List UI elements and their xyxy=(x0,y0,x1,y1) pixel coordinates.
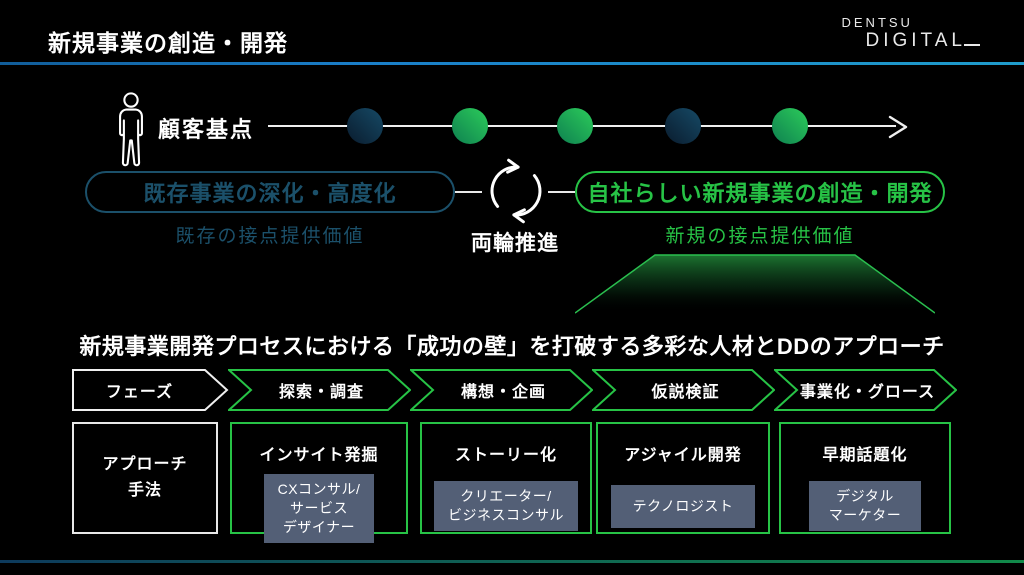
process-headline: 新規事業開発プロセスにおける「成功の壁」を打破する多彩な人材とDDのアプローチ xyxy=(79,334,945,359)
phase-label: 構想・企画 xyxy=(460,384,546,401)
approach-method-header-box: アプローチ 手法 xyxy=(72,422,218,534)
journey-dot xyxy=(665,108,701,144)
talent-badge: デジタル マーケター xyxy=(808,481,922,531)
connector-line-right xyxy=(548,191,575,193)
journey-arrowhead-icon xyxy=(888,115,908,139)
phase-label: 仮説検証 xyxy=(651,384,720,401)
person-icon xyxy=(119,92,143,167)
existing-business-pill: 既存事業の深化・高度化 xyxy=(85,171,455,213)
approach-title: 早期話題化 xyxy=(822,447,908,464)
approach-title: アジャイル開発 xyxy=(624,447,742,464)
talent-line: サービス xyxy=(290,499,348,516)
phase-arrow-validation: 仮説検証 xyxy=(592,369,775,411)
logo-underline-tail xyxy=(964,32,980,47)
phase-label: 探索・調査 xyxy=(278,384,364,401)
approach-header-line1: アプローチ xyxy=(102,456,188,474)
phase-arrow-planning: 構想・企画 xyxy=(410,369,593,411)
talent-line: クリエーター/ xyxy=(460,488,552,504)
phase-arrow-research: 探索・調査 xyxy=(228,369,411,411)
existing-value-caption: 既存の接点提供価値 xyxy=(175,226,365,247)
journey-dot xyxy=(347,108,383,144)
logo-line-digital: DIGITAL xyxy=(865,30,966,52)
new-business-pill: 自社らしい新規事業の創造・開発 xyxy=(575,171,945,213)
talent-line: CXコンサル/ xyxy=(277,481,361,497)
customer-base-label: 顧客基点 xyxy=(158,117,255,142)
approach-box-buzz: 早期話題化 デジタル マーケター xyxy=(779,422,951,534)
cycle-arrows-icon xyxy=(490,158,542,224)
approach-box-story: ストーリー化 クリエーター/ ビジネスコンサル xyxy=(420,422,592,534)
talent-line: テクノロジスト xyxy=(632,498,734,514)
phase-label: 事業化・グロース xyxy=(799,384,936,401)
approach-title: ストーリー化 xyxy=(454,447,557,464)
new-value-caption: 新規の接点提供価値 xyxy=(665,226,855,247)
funnel-trapezoid xyxy=(575,254,935,314)
logo-line-dentsu: DENTSU xyxy=(841,15,913,30)
talent-line: デザイナー xyxy=(282,518,356,535)
top-divider-rule xyxy=(0,62,1024,65)
phase-header-arrow: フェーズ xyxy=(72,369,229,411)
approach-box-agile: アジャイル開発 テクノロジスト xyxy=(596,422,770,534)
talent-badge: テクノロジスト xyxy=(610,485,756,528)
page-title: 新規事業の創造・開発 xyxy=(48,30,288,56)
connector-line-left xyxy=(455,191,482,193)
phase-arrow-growth: 事業化・グロース xyxy=(774,369,957,411)
talent-line: デジタル xyxy=(836,488,894,504)
approach-title: インサイト発掘 xyxy=(259,447,379,464)
dual-wheel-label: 両輪推進 xyxy=(471,232,559,255)
journey-dot xyxy=(772,108,808,144)
journey-dot xyxy=(557,108,593,144)
talent-badge: クリエーター/ ビジネスコンサル xyxy=(434,481,578,531)
phase-header-label: フェーズ xyxy=(105,384,174,401)
talent-line: ビジネスコンサル xyxy=(448,506,564,523)
bottom-divider-rule xyxy=(0,560,1024,563)
talent-badge: CXコンサル/ サービス デザイナー xyxy=(263,474,375,543)
approach-header-line2: 手法 xyxy=(127,482,162,499)
talent-line: マーケター xyxy=(828,506,902,523)
journey-dot xyxy=(452,108,488,144)
dentsu-digital-logo: DENTSU DIGITAL xyxy=(840,15,980,52)
approach-box-insight: インサイト発掘 CXコンサル/ サービス デザイナー xyxy=(230,422,408,543)
